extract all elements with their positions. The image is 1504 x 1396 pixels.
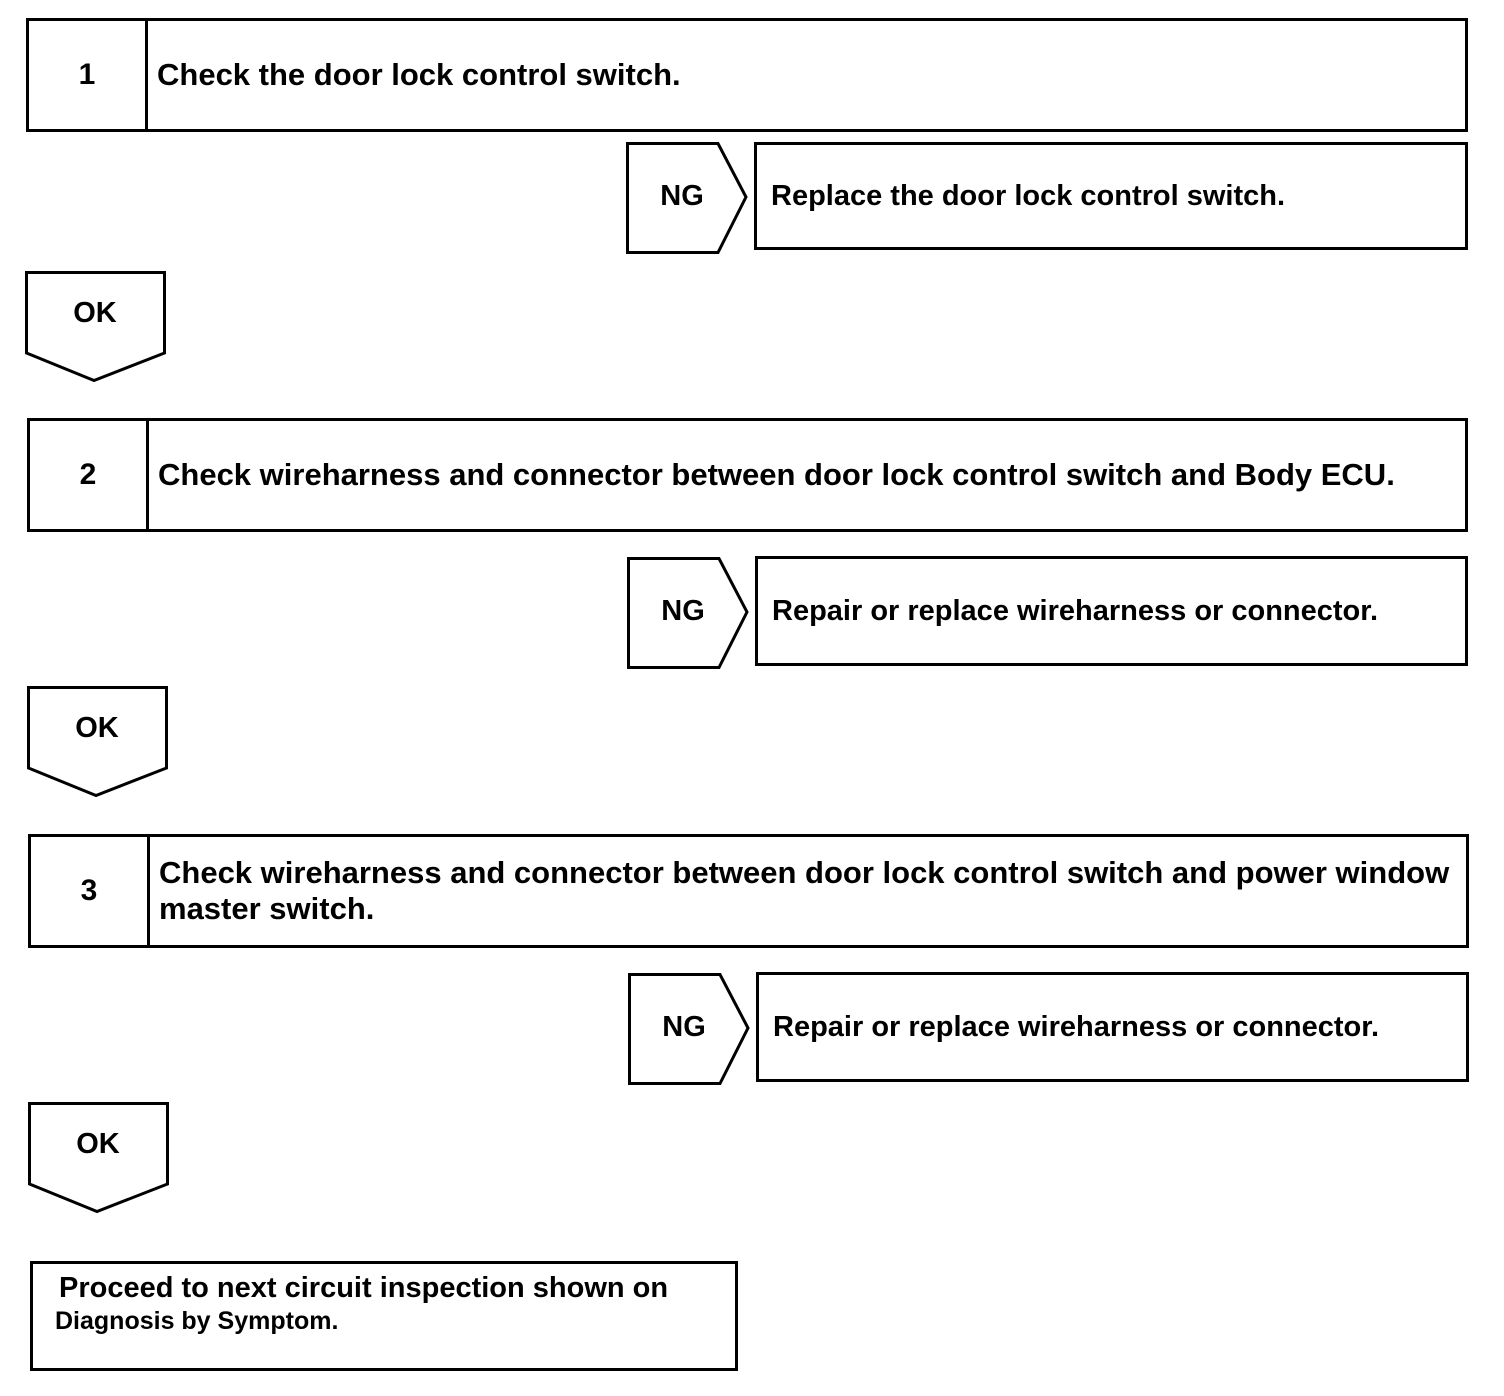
step-2-ng-action: Repair or replace wireharness or connect… [772,594,1379,627]
step-3-ng-arrow: NG [628,973,752,1085]
ok-arrow-icon [27,686,168,798]
step-3-ok-arrow: OK [28,1102,170,1214]
step-2-box: 2 Check wireharness and connector betwee… [27,418,1468,532]
final-line-2: Diagnosis by Symptom. [55,1307,339,1335]
ng-arrow-icon [628,973,750,1085]
step-3-ng-action-box: Repair or replace wireharness or connect… [756,972,1469,1082]
step-3-ok-label: OK [76,1128,120,1160]
step-3-ng-action: Repair or replace wireharness or connect… [773,1010,1380,1043]
step-1-box: 1 Check the door lock control switch. [26,18,1468,132]
step-3-ng-label: NG [662,1011,706,1043]
step-1-text: Check the door lock control switch. [157,57,681,92]
step-1-ng-action: Replace the door lock control switch. [771,179,1286,212]
step-1-ok-arrow: OK [25,271,167,383]
final-line-1: Proceed to next circuit inspection shown… [59,1272,669,1304]
step-1-ok-label: OK [73,297,117,329]
step-2-ok-arrow: OK [27,686,169,798]
step-1-ng-label: NG [660,180,704,212]
ng-arrow-icon [626,142,748,254]
step-3-number: 3 [31,837,150,945]
final-box: Proceed to next circuit inspection shown… [30,1261,738,1371]
ok-arrow-icon [25,271,166,383]
step-2-ng-label: NG [661,595,705,627]
step-2-ng-arrow: NG [627,557,751,669]
step-2-ok-label: OK [75,712,119,744]
step-2-text: Check wireharness and connector between … [158,457,1395,492]
step-1-ng-action-box: Replace the door lock control switch. [754,142,1468,250]
ok-arrow-icon [28,1102,169,1214]
step-2-ng-action-box: Repair or replace wireharness or connect… [755,556,1468,666]
step-2-number: 2 [30,421,149,529]
final-text: Proceed to next circuit inspection shown… [55,1272,725,1338]
ng-arrow-icon [627,557,749,669]
step-3-text: Check wireharness and connector between … [159,855,1450,926]
step-1-ng-arrow: NG [626,142,750,254]
step-1-number: 1 [29,21,148,129]
step-3-box: 3 Check wireharness and connector betwee… [28,834,1469,948]
